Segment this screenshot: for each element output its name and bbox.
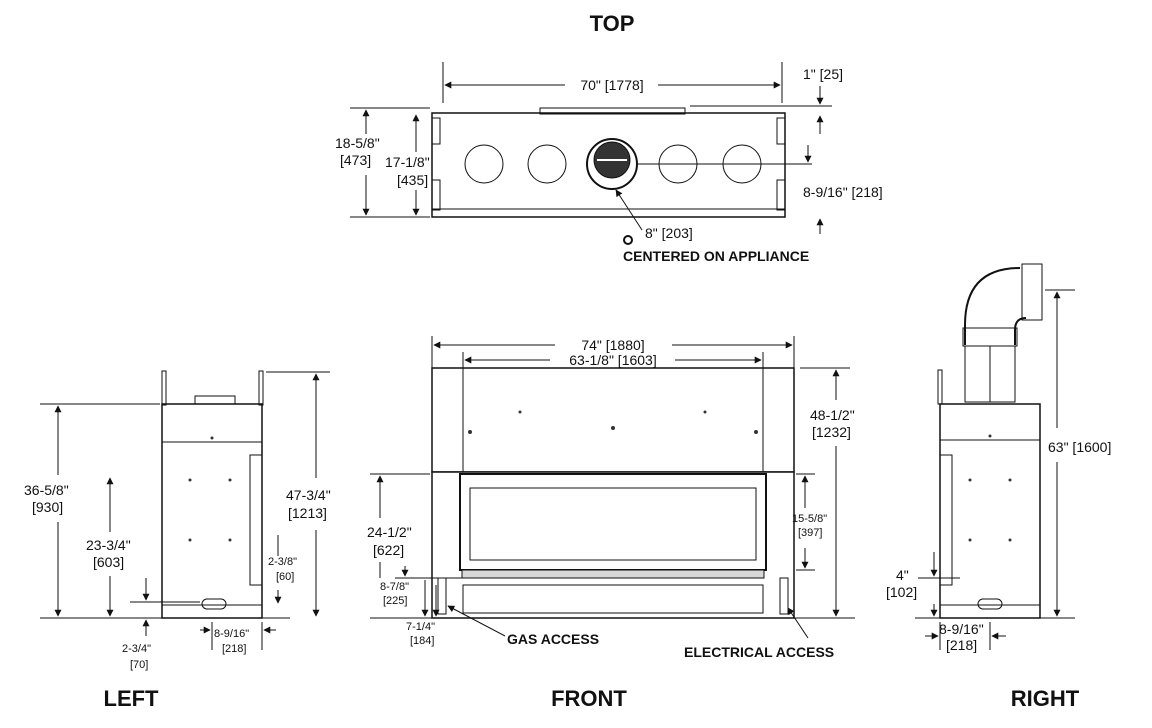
- front-right-bracket: [779, 577, 789, 615]
- vent-elbow-outer: [964, 267, 1021, 345]
- fastener: [968, 538, 972, 542]
- right-gas-fitting: [977, 598, 1003, 610]
- left-mid-metric: [603]: [93, 554, 124, 570]
- top-centered-note: CENTERED ON APPLIANCE: [623, 248, 809, 264]
- top-collar: [539, 107, 686, 115]
- left-bottom-dimension: 2-3/4": [122, 643, 151, 655]
- front-right-metric: [397]: [798, 527, 822, 539]
- front-control-compartment: [462, 584, 764, 614]
- front-right-dimension: 15-5/8": [792, 513, 827, 525]
- flange: [431, 117, 441, 145]
- left-gas-fitting: [201, 598, 227, 610]
- top-outer-depth-dimension: 18-5/8": [335, 135, 380, 151]
- front-view-title: FRONT: [551, 686, 627, 711]
- top-inner-depth-metric: [435]: [397, 172, 428, 188]
- right-side-bracket: [939, 454, 953, 586]
- fastener: [1008, 478, 1012, 482]
- left-side-metric: [218]: [222, 643, 246, 655]
- fastener: [210, 436, 214, 440]
- leader-line: [615, 189, 643, 231]
- left-side-dimension: 8-9/16": [214, 628, 249, 640]
- right-low-dimension: 4": [896, 567, 909, 583]
- right-view-title: RIGHT: [1011, 686, 1080, 711]
- knockout-circle: [464, 144, 504, 184]
- left-appliance-body: [161, 403, 263, 619]
- gas-access-note: GAS ACCESS: [507, 631, 599, 647]
- knockout-circle: [527, 144, 567, 184]
- left-height-metric: [930]: [32, 499, 63, 515]
- top-view: TOP 70" [1778] 1" [25]: [335, 11, 883, 264]
- vent-coupling: [962, 327, 1018, 347]
- left-mid-dimension: 23-3/4": [86, 537, 131, 553]
- flue-symbol: [623, 235, 633, 245]
- electrical-access-note: ELECTRICAL ACCESS: [684, 644, 834, 660]
- front-low-dimension: 8-7/8": [380, 581, 409, 593]
- fastener: [228, 538, 232, 542]
- top-view-title: TOP: [590, 11, 635, 36]
- fastener: [188, 478, 192, 482]
- front-width-dimension: 74" [1880]: [581, 337, 644, 353]
- front-upper-panel: [431, 367, 795, 473]
- left-side-bracket: [249, 454, 263, 586]
- fastener: [518, 410, 522, 414]
- fastener: [468, 430, 472, 434]
- left-view-title: LEFT: [104, 686, 160, 711]
- right-side-metric: [218]: [946, 637, 977, 653]
- electrical-leader-line: [787, 607, 809, 639]
- front-height-metric: [1232]: [812, 424, 851, 440]
- front-glass-viewing-area: [469, 487, 757, 561]
- right-overall-dimension: 63" [1600]: [1048, 439, 1111, 455]
- top-width-dimension: 70" [1778]: [580, 77, 643, 93]
- fastener: [968, 478, 972, 482]
- front-burner-tray: [461, 569, 765, 579]
- front-base-metric: [184]: [410, 635, 434, 647]
- fastener: [754, 430, 758, 434]
- left-small-dimension: 2-3/8": [268, 556, 297, 568]
- front-low-metric: [225]: [383, 595, 407, 607]
- gas-leader-line: [447, 605, 506, 637]
- front-height-dimension: 48-1/2": [810, 407, 855, 423]
- top-outer-depth-metric: [473]: [340, 152, 371, 168]
- top-flue-size-dimension: 8" [203]: [645, 225, 693, 241]
- front-inner-width-dimension: 63-1/8" [1603]: [569, 352, 656, 368]
- fastener: [188, 538, 192, 542]
- right-low-metric: [102]: [886, 584, 917, 600]
- flange: [431, 179, 441, 211]
- left-overall-metric: [1213]: [288, 505, 327, 521]
- right-view: RIGHT 63" [1600] 4" [102]: [886, 263, 1111, 711]
- front-left-dimension: 24-1/2": [367, 524, 412, 540]
- left-small-metric: [60]: [276, 571, 294, 583]
- top-flue-offset-dimension: 8-9/16" [218]: [803, 184, 883, 200]
- right-side-dimension: 8-9/16": [939, 621, 984, 637]
- fastener: [611, 426, 615, 430]
- vent-elbow-inner: [1014, 317, 1027, 345]
- fastener: [228, 478, 232, 482]
- front-base-dimension: 7-1/4": [406, 621, 435, 633]
- front-view: FRONT 74" [1880] 63-1/8" [1603]: [367, 336, 855, 711]
- front-left-metric: [622]: [373, 542, 404, 558]
- top-inner-depth-dimension: 17-1/8": [385, 154, 430, 170]
- right-front-standoff: [937, 369, 943, 405]
- vent-elbow-end: [1021, 263, 1043, 321]
- left-overall-dimension: 47-3/4": [286, 487, 331, 503]
- top-offset-dimension: 1" [25]: [803, 66, 843, 82]
- front-lower-body: [431, 471, 795, 619]
- flange: [776, 179, 786, 211]
- left-rear-standoff: [258, 370, 264, 406]
- left-front-standoff: [161, 370, 167, 406]
- left-flue-collar: [194, 395, 236, 405]
- top-appliance-body: [431, 112, 786, 218]
- fastener: [703, 410, 707, 414]
- fastener: [988, 434, 992, 438]
- left-bottom-metric: [70]: [130, 659, 148, 671]
- left-height-dimension: 36-5/8": [24, 482, 69, 498]
- flange: [776, 117, 786, 145]
- left-view: LEFT 36-5/8" [930] 23-3/4" [603] 47-3/4": [24, 370, 331, 711]
- fastener: [1008, 538, 1012, 542]
